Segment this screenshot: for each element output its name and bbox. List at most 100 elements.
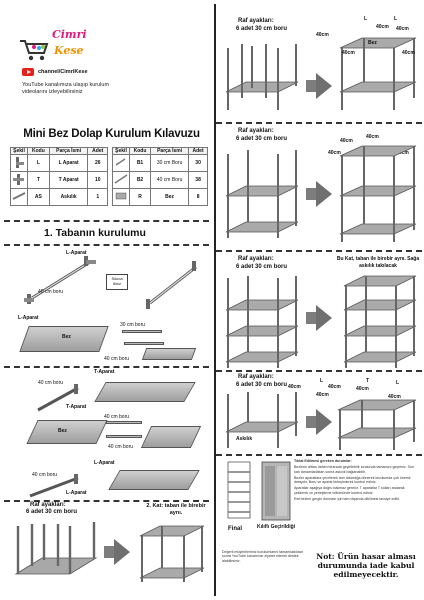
label-final: Final <box>228 526 243 532</box>
brand-name-line2: Kese <box>54 44 84 57</box>
part-name: Bez <box>150 188 190 206</box>
label-t-aparat-2: T-Aparat <box>66 404 87 410</box>
panel4-before-diagram <box>225 392 299 448</box>
part-code: L <box>27 154 50 172</box>
divider <box>4 244 209 246</box>
brand-name-line1: Cimri <box>52 28 87 41</box>
base-with-legs-diagram <box>14 522 98 575</box>
part-qty: 1 <box>87 188 108 206</box>
part-name: L Aparat <box>48 154 89 172</box>
panel2-before-diagram <box>225 150 299 238</box>
bez-shape <box>112 188 130 206</box>
divider <box>216 122 422 124</box>
panel1-sub: 6 adet 30 cm boru <box>236 26 288 32</box>
connector-label: L <box>396 380 400 386</box>
header-part-name: Parça İsmi <box>150 147 190 155</box>
cart-icon <box>20 40 49 61</box>
assembled-base <box>140 426 202 448</box>
fabric-icon <box>115 192 127 200</box>
label-rod-40-c: 40 cm boru <box>38 380 64 386</box>
rod-with-connectors-diagram <box>24 256 96 304</box>
header-qty: Adet <box>87 147 108 155</box>
l-rod-diagram <box>29 474 79 498</box>
dimension-label: 40cm <box>316 392 329 398</box>
dimension-label: 40cm <box>376 24 389 30</box>
connector-label: T <box>366 378 370 384</box>
label-six-rods: 6 adet 30 cm boru <box>26 509 78 515</box>
label-rod-40-f: 40 cm boru <box>32 472 58 478</box>
arrow-shaft <box>306 416 316 428</box>
rod <box>106 421 142 424</box>
part-name: 40 cm Boru <box>150 171 190 189</box>
divider <box>216 370 422 372</box>
label-l-aparat: L-Aparat <box>66 250 87 256</box>
header-shape: Şekil <box>10 147 28 155</box>
arrow-shaft <box>306 188 316 200</box>
channel-description: YouTube kanalımıza ulaşıp kurulum videol… <box>22 82 110 96</box>
table-row: AS Askılık 1 <box>10 188 108 206</box>
part-qty: 26 <box>87 154 108 172</box>
table-row: B1 30 cm Boru 30 <box>112 154 208 172</box>
rod <box>124 342 164 345</box>
dimension-label: 40cm <box>328 150 341 156</box>
part-name: 30 cm Boru <box>150 154 190 172</box>
part-code: T <box>27 171 50 189</box>
small-note: Değerli müşterilerimiz kurulumlarını tam… <box>222 550 303 563</box>
askilik-shape <box>10 188 28 206</box>
panel1-before-diagram <box>225 44 299 110</box>
dimension-label: 40cm <box>366 134 379 140</box>
connector-label: L <box>394 16 398 22</box>
dimension-label: 40cm <box>328 384 341 390</box>
arrow-shaft <box>306 80 316 92</box>
dimension-label: 40cm <box>402 50 415 56</box>
warning-note: Not: Ürün hasar alması durumunda iade ka… <box>316 552 416 579</box>
final-shelf-diagram <box>227 461 251 519</box>
tip-item: Raf bezleri gergin durması için tam dışa… <box>294 496 400 501</box>
dimension-label: 40cm <box>340 138 353 144</box>
right-column: Raf ayakları: 6 adet 30 cm boru L 40cm L… <box>214 4 422 596</box>
panel3-after-diagram <box>343 275 417 368</box>
arrow-right-icon <box>316 73 332 99</box>
part-qty: 30 <box>188 154 208 172</box>
arrow-right-icon <box>316 181 332 207</box>
panel3-sub: 6 adet 30 cm boru <box>236 264 288 270</box>
page-title: Mini Bez Dolap Kurulum Kılavuzu <box>23 128 200 140</box>
t-aparat-shape <box>10 171 28 189</box>
part-name: Askılık <box>48 188 89 206</box>
long-rod-icon <box>114 174 128 184</box>
panel1-heading: Raf ayakları: <box>238 18 274 24</box>
part-qty: 38 <box>188 171 208 189</box>
table-row: B2 40 cm Boru 38 <box>112 171 208 189</box>
arrow-right-icon <box>114 539 130 565</box>
part-qty: 8 <box>188 188 208 206</box>
part-qty: 10 <box>87 171 108 189</box>
label-bez-2: Bez <box>58 428 67 434</box>
youtube-channel: channel/CimriKese <box>22 68 88 76</box>
header-code: Kodu <box>27 147 50 155</box>
dimension-label: 40cm <box>316 32 329 38</box>
rod <box>106 435 142 438</box>
youtube-icon <box>22 68 34 76</box>
hanger-rod-icon <box>12 192 26 200</box>
note-box: Sıkıca itiniz <box>106 274 128 290</box>
label-bez: Bez <box>62 334 71 340</box>
label-rod-40-e: 40 cm boru <box>108 444 134 450</box>
header-code: Kodu <box>128 147 152 155</box>
connector-label: L <box>364 16 368 22</box>
label-l-aparat-3: L-Aparat <box>94 460 115 466</box>
left-column: Cimri Kese channel/CimriKese YouTube kan… <box>4 4 209 596</box>
part-code: B1 <box>128 154 152 172</box>
divider <box>216 250 422 252</box>
dimension-label: 40cm <box>342 50 355 56</box>
panel2-after-diagram <box>339 145 417 242</box>
panel2-sub: 6 adet 30 cm boru <box>236 136 288 142</box>
covered-wardrobe-diagram <box>261 461 291 521</box>
label-t-aparat: T-Aparat <box>94 369 115 375</box>
panel4-heading: Raf ayakları: <box>238 374 274 380</box>
dimension-label: 40cm <box>288 384 301 390</box>
arrow-shaft <box>104 546 114 558</box>
panel2-heading: Raf ayakları: <box>238 128 274 134</box>
part-code: B2 <box>128 171 152 189</box>
panel4-after-diagram <box>337 399 417 450</box>
